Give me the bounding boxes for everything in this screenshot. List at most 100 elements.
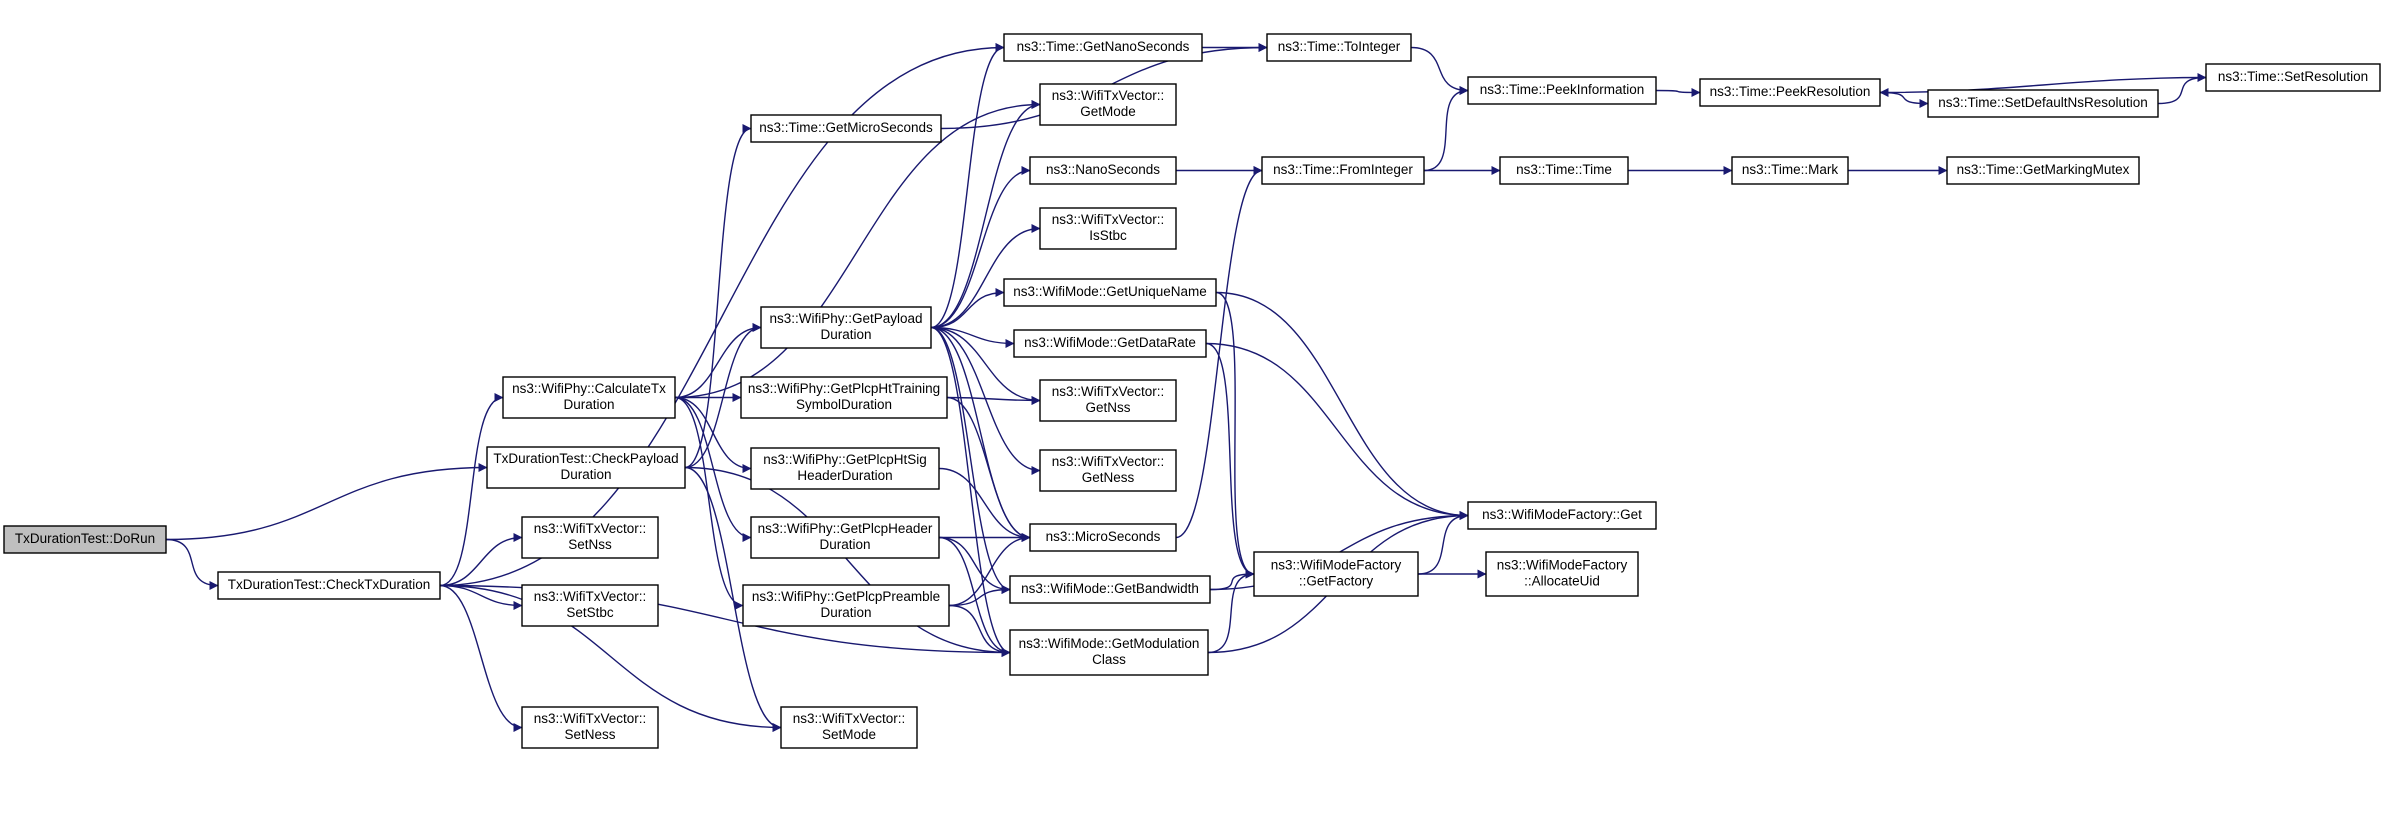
node-getplcphttraining[interactable]: ns3::WifiPhy::GetPlcpHtTrainingSymbolDur… <box>740 376 948 419</box>
node-tointeger[interactable]: ns3::Time::ToInteger <box>1266 33 1412 62</box>
node-box <box>750 114 942 143</box>
node-mark[interactable]: ns3::Time::Mark <box>1731 156 1849 185</box>
node-label: ns3::Time::PeekInformation <box>1480 82 1645 97</box>
node-isstbc[interactable]: ns3::WifiTxVector::IsStbc <box>1039 207 1177 250</box>
node-box <box>1029 523 1177 552</box>
edge-checktx-to-setnss <box>439 533 523 587</box>
node-allocateuid[interactable]: ns3::WifiModeFactory::AllocateUid <box>1485 551 1639 597</box>
edge-getpayload-to-getbandwidth <box>930 326 1011 594</box>
node-box <box>3 525 167 554</box>
node-label: SetStbc <box>566 605 614 620</box>
node-label: Duration <box>819 537 870 552</box>
node-label: ns3::WifiPhy::CalculateTx <box>512 381 666 396</box>
node-label: ns3::WifiMode::GetBandwidth <box>1021 581 1199 596</box>
node-box <box>521 584 659 627</box>
node-setstbc[interactable]: ns3::WifiTxVector::SetStbc <box>521 584 659 627</box>
node-getfactory[interactable]: ns3::WifiModeFactory::GetFactory <box>1253 551 1419 597</box>
node-box <box>760 306 932 349</box>
node-label: GetNss <box>1085 400 1130 415</box>
node-label: ns3::Time::GetNanoSeconds <box>1017 39 1190 54</box>
node-peekinfo[interactable]: ns3::Time::PeekInformation <box>1467 76 1657 105</box>
node-box <box>1946 156 2140 185</box>
node-label: ns3::WifiPhy::GetPlcpHtTraining <box>748 381 940 396</box>
node-box <box>486 446 686 489</box>
node-setmode[interactable]: ns3::WifiTxVector::SetMode <box>780 706 918 749</box>
node-factoryget[interactable]: ns3::WifiModeFactory::Get <box>1467 501 1657 530</box>
node-setresolution[interactable]: ns3::Time::SetResolution <box>2205 63 2381 92</box>
node-timetime[interactable]: ns3::Time::Time <box>1499 156 1629 185</box>
node-setness[interactable]: ns3::WifiTxVector::SetNess <box>521 706 659 749</box>
node-box <box>1009 629 1209 676</box>
edges-layer <box>165 43 2207 732</box>
node-microseconds[interactable]: ns3::MicroSeconds <box>1029 523 1177 552</box>
node-getmicro[interactable]: ns3::Time::GetMicroSeconds <box>750 114 942 143</box>
node-box <box>1039 207 1177 250</box>
node-label: ns3::WifiPhy::GetPlcpHeader <box>758 521 933 536</box>
node-box <box>1485 551 1639 597</box>
node-getdatarate[interactable]: ns3::WifiMode::GetDataRate <box>1013 329 1207 358</box>
node-peekres[interactable]: ns3::Time::PeekResolution <box>1699 78 1881 107</box>
edge-checktx-to-setness <box>439 584 523 732</box>
edge-getmodclass-to-getfactory <box>1207 569 1255 654</box>
node-label: ns3::WifiMode::GetUniqueName <box>1013 284 1207 299</box>
node-label: ns3::Time::ToInteger <box>1278 39 1401 54</box>
edge-getplcppreamble-to-getbandwidth <box>948 585 1011 607</box>
node-label: ns3::Time::Mark <box>1742 162 1839 177</box>
edge-calctx-to-getpayload <box>674 323 762 399</box>
node-frominteger[interactable]: ns3::Time::FromInteger <box>1261 156 1425 185</box>
node-getbandwidth[interactable]: ns3::WifiMode::GetBandwidth <box>1009 575 1211 604</box>
node-label: TxDurationTest::DoRun <box>15 531 155 546</box>
node-label: HeaderDuration <box>797 468 892 483</box>
node-setdefaultns[interactable]: ns3::Time::SetDefaultNsResolution <box>1927 89 2159 118</box>
node-getnss[interactable]: ns3::WifiTxVector::GetNss <box>1039 379 1177 422</box>
edge-checktx-to-setmode <box>439 584 782 732</box>
node-setnss[interactable]: ns3::WifiTxVector::SetNss <box>521 516 659 559</box>
node-label: ns3::WifiModeFactory::Get <box>1482 507 1642 522</box>
node-getness[interactable]: ns3::WifiTxVector::GetNess <box>1039 449 1177 492</box>
node-box <box>521 516 659 559</box>
node-box <box>2205 63 2381 92</box>
node-box <box>1467 76 1657 105</box>
node-label: TxDurationTest::CheckPayload <box>493 451 678 466</box>
node-label: ns3::WifiMode::GetDataRate <box>1024 335 1196 350</box>
node-label: TxDurationTest::CheckTxDuration <box>228 577 431 592</box>
node-label: Class <box>1092 652 1126 667</box>
edge-calctx-to-getplcphtsig <box>674 396 752 473</box>
edge-getpayload-to-nanoseconds <box>930 166 1031 329</box>
node-label: SetNss <box>568 537 612 552</box>
node-label: ns3::WifiTxVector:: <box>534 521 647 536</box>
node-label: ns3::WifiTxVector:: <box>793 711 906 726</box>
node-dorun[interactable]: TxDurationTest::DoRun <box>3 525 167 554</box>
node-label: ns3::Time::PeekResolution <box>1710 84 1871 99</box>
edge-getpayload-to-getnss <box>930 326 1041 405</box>
node-nanoseconds[interactable]: ns3::NanoSeconds <box>1029 156 1177 185</box>
node-box <box>740 376 948 419</box>
node-box <box>1013 329 1207 358</box>
node-getuniquename[interactable]: ns3::WifiMode::GetUniqueName <box>1003 278 1217 307</box>
node-getmode[interactable]: ns3::WifiTxVector::GetMode <box>1039 83 1177 126</box>
edge-setdefaultns-to-setresolution <box>2157 73 2207 105</box>
edge-getuniquename-to-getfactory <box>1215 291 1255 579</box>
node-box <box>742 584 950 627</box>
edge-checkpayload-to-getmodclass <box>684 466 1011 657</box>
node-checktx[interactable]: TxDurationTest::CheckTxDuration <box>217 571 441 600</box>
node-label: ns3::Time::SetDefaultNsResolution <box>1938 95 2148 110</box>
node-getmarkingmutex[interactable]: ns3::Time::GetMarkingMutex <box>1946 156 2140 185</box>
edge-peekres-to-setdefaultns <box>1879 91 1929 108</box>
node-label: ns3::WifiTxVector:: <box>1052 88 1165 103</box>
node-getnano[interactable]: ns3::Time::GetNanoSeconds <box>1003 33 1203 62</box>
node-box <box>1039 379 1177 422</box>
edge-getpayload-to-getmodclass <box>930 326 1011 657</box>
node-label: ::GetFactory <box>1299 574 1374 589</box>
node-label: ns3::Time::Time <box>1516 162 1612 177</box>
edge-checkpayload-to-getmicro <box>684 124 752 469</box>
node-label: ns3::WifiTxVector:: <box>534 711 647 726</box>
edge-getpayload-to-isstbc <box>930 224 1041 329</box>
